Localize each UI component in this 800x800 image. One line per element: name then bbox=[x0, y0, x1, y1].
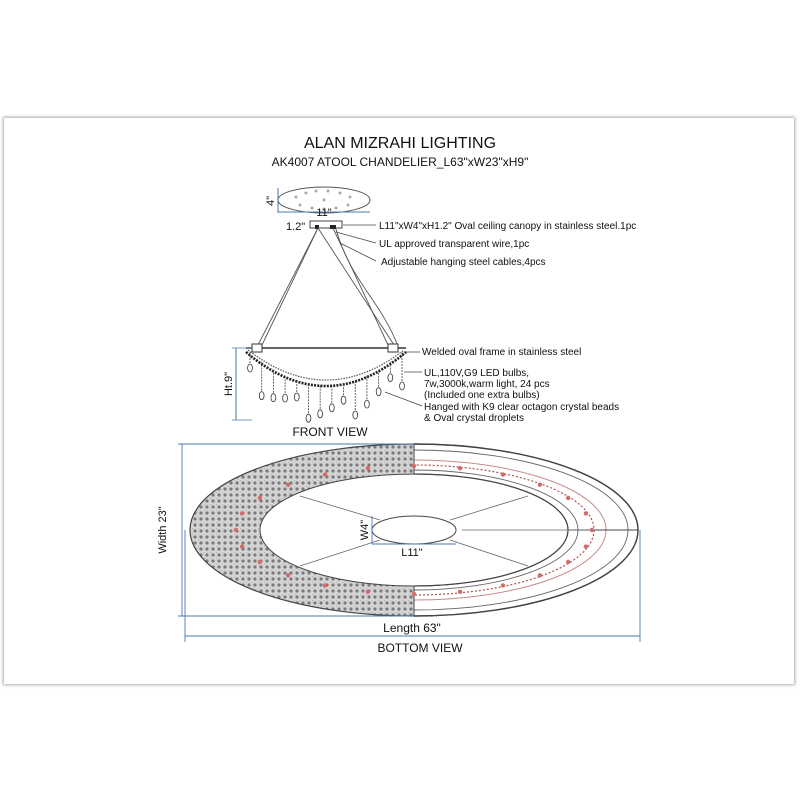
callout-bulbs-1: UL,110V,G9 LED bulbs, bbox=[424, 368, 529, 379]
bulb-marker bbox=[583, 511, 589, 516]
canopy-depth-label: 4" bbox=[265, 196, 277, 206]
bulb-marker bbox=[257, 495, 262, 501]
callout-frame: Welded oval frame in stainless steel bbox=[422, 347, 581, 358]
canopy-top-view bbox=[277, 186, 371, 214]
inner-width-label: W4" bbox=[359, 520, 371, 541]
crystal-droplet bbox=[247, 363, 253, 373]
bulb-marker bbox=[365, 466, 371, 471]
bulb-marker bbox=[257, 559, 262, 565]
bulb-marker bbox=[537, 482, 543, 487]
front-view-fixture bbox=[245, 343, 407, 423]
crystal-droplet bbox=[375, 387, 382, 397]
bottom-width-label: Width 23" bbox=[157, 506, 169, 553]
bottom-length-label: Length 63" bbox=[383, 621, 441, 635]
canopy-mount-left bbox=[315, 225, 319, 229]
crystal-droplet bbox=[340, 395, 347, 405]
crystal-droplet bbox=[293, 392, 300, 402]
crystal-droplet bbox=[305, 413, 312, 423]
front-height-label: Ht.9" bbox=[223, 372, 235, 396]
bulb-marker bbox=[457, 589, 463, 594]
bulb-marker bbox=[322, 583, 328, 588]
crystal-droplet bbox=[364, 399, 370, 409]
page-subtitle: AK4007 ATOOL CHANDELIER_L63"xW23"xH9" bbox=[272, 155, 529, 169]
canopy-mount-right bbox=[330, 225, 336, 229]
callout-crystals-2: & Oval crystal droplets bbox=[424, 413, 524, 424]
callout-bulbs-3: (Included one extra bulbs) bbox=[424, 390, 540, 401]
bulb-marker bbox=[500, 472, 506, 477]
bulb-marker bbox=[411, 591, 417, 597]
callout-crystals-1: Hanged with K9 clear octagon crystal bea… bbox=[424, 402, 619, 413]
callout-leaders bbox=[335, 224, 423, 407]
bulb-marker bbox=[233, 527, 239, 533]
bulb-marker bbox=[322, 472, 328, 477]
callout-bulbs-2: 7w,3000k,warm light, 24 pcs bbox=[424, 379, 550, 390]
inner-length-label: L11" bbox=[401, 547, 423, 559]
bulb-marker bbox=[457, 466, 463, 471]
crystal-droplet bbox=[317, 409, 323, 419]
crystal-droplet bbox=[387, 373, 394, 383]
bulb-marker bbox=[411, 463, 417, 469]
bulb-marker bbox=[285, 573, 291, 578]
bulb-marker bbox=[285, 482, 291, 487]
callout-canopy: L11"xW4"xH1.2" Oval ceiling canopy in st… bbox=[379, 221, 636, 232]
crystal-droplet bbox=[258, 391, 265, 401]
crystal-droplet bbox=[399, 381, 405, 391]
bulb-marker bbox=[239, 511, 245, 516]
crystal-droplet bbox=[329, 403, 335, 413]
canopy-width-label: 11" bbox=[316, 207, 331, 219]
front-view-caption: FRONT VIEW bbox=[292, 425, 368, 439]
callout-cables: Adjustable hanging steel cables,4pcs bbox=[381, 257, 546, 268]
callout-wire: UL approved transparent wire,1pc bbox=[379, 239, 529, 250]
bulb-marker bbox=[589, 527, 595, 533]
bulb-marker bbox=[566, 495, 571, 501]
crystal-droplet bbox=[352, 410, 359, 420]
crystal-droplet bbox=[270, 393, 277, 403]
bottom-view-fixture bbox=[189, 443, 639, 617]
hanging-cables bbox=[257, 227, 399, 347]
bulb-marker bbox=[365, 589, 371, 594]
page-title: ALAN MIZRAHI LIGHTING bbox=[304, 135, 496, 152]
bulb-marker bbox=[500, 583, 506, 588]
bottom-view-caption: BOTTOM VIEW bbox=[377, 641, 463, 655]
bulb-marker bbox=[566, 559, 571, 565]
crystal-droplet bbox=[282, 393, 288, 403]
bulb-marker bbox=[537, 573, 543, 578]
bulb-marker bbox=[239, 544, 245, 549]
bottom-dimension-lines bbox=[178, 443, 641, 642]
canopy-side-view bbox=[309, 220, 343, 229]
bulb-marker bbox=[583, 544, 589, 549]
canopy-height-label: 1.2" bbox=[286, 221, 305, 233]
